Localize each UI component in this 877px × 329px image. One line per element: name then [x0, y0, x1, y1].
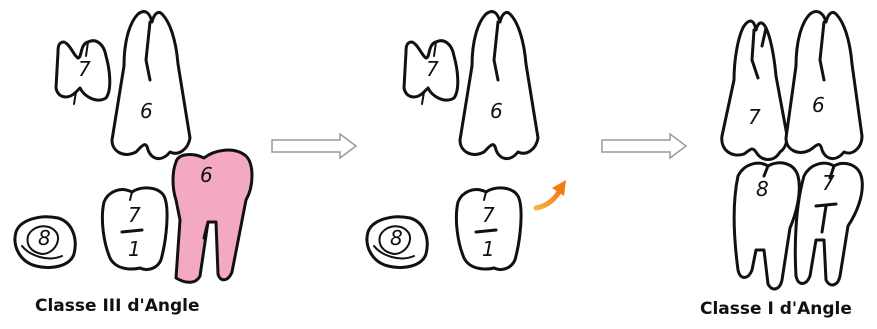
p1-upper-7-number: 7 — [78, 57, 91, 81]
p3-upper-tooth-7: 7 — [722, 21, 787, 159]
transition-arrow-icon — [272, 134, 356, 158]
p2-lower-7-number: 7 — [482, 203, 495, 227]
p3-lower-7-number: 7 — [822, 171, 835, 195]
p2-upper-tooth-7: 7 — [404, 41, 458, 104]
p2-upper-7-number: 7 — [426, 57, 439, 81]
p3-lower-tooth-7: 7 — [795, 163, 862, 285]
p2-bud-8-number: 8 — [390, 226, 403, 250]
transition-arrow-icon-2 — [602, 134, 686, 158]
p3-lower-tooth-8: 8 — [734, 163, 799, 289]
p1-bud-tooth-8: 8 — [15, 217, 75, 268]
p1-upper-6-number: 6 — [140, 99, 153, 123]
p1-lower-6-number: 6 — [200, 163, 213, 187]
caption-class-i: Classe I d'Angle — [700, 299, 852, 319]
movement-arrow-icon — [536, 180, 566, 208]
p1-upper-tooth-6: 6 — [112, 12, 190, 159]
p2-upper-6-number: 6 — [490, 99, 503, 123]
p3-upper-7-number: 7 — [748, 105, 761, 129]
p1-lower-tooth-6-pink: 6 — [173, 150, 252, 282]
p3-upper-tooth-6: 6 — [786, 12, 862, 159]
p1-lower-tooth-7: 7 1 — [102, 188, 167, 270]
p2-bud-tooth-8: 8 — [367, 217, 427, 268]
p1-upper-tooth-7: 7 — [56, 41, 110, 104]
caption-class-iii: Classe III d'Angle — [35, 296, 200, 316]
p2-upper-tooth-6: 6 — [460, 12, 538, 159]
p1-lower-7-sub: 1 — [128, 237, 141, 261]
panel-class-i: 7 6 8 7 — [722, 12, 863, 289]
p1-bud-8-number: 8 — [38, 226, 51, 250]
p2-lower-tooth-7: 7 1 — [456, 188, 521, 270]
panel-intermediate: 7 6 7 1 8 — [367, 12, 566, 270]
p3-upper-6-number: 6 — [812, 93, 825, 117]
p1-lower-7-number: 7 — [128, 203, 141, 227]
p3-lower-8-number: 8 — [756, 177, 769, 201]
panel-class-iii: 7 6 6 7 1 8 — [15, 12, 252, 283]
p2-lower-7-sub: 1 — [482, 237, 495, 261]
